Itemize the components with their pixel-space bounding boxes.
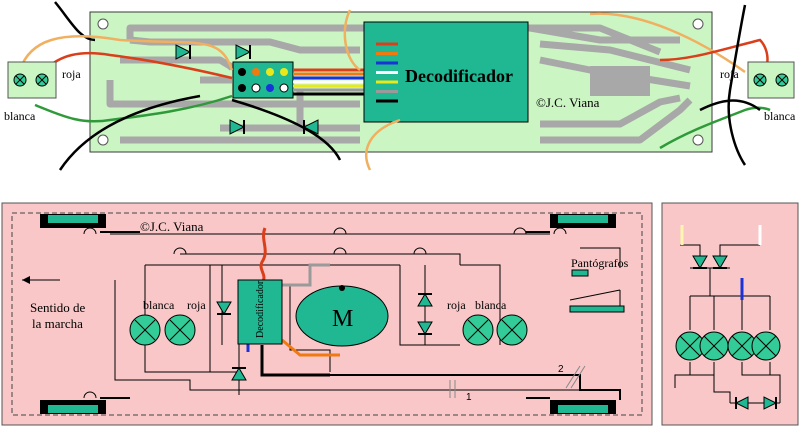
wire-number-1: 1 [466, 392, 472, 403]
schematic-decoder [237, 279, 283, 345]
lamp [129, 314, 161, 346]
lamp-label-blanca-left: blanca [143, 298, 175, 312]
wire-marker-2 [565, 365, 586, 389]
bogie-rails [40, 214, 616, 414]
pcb-diode [229, 119, 246, 135]
left-lamp-roja-label: roja [62, 67, 81, 81]
schematic-wiring [110, 233, 621, 395]
pcb-diode [175, 44, 192, 60]
mount-hole [692, 134, 704, 146]
wire-number-2: 2 [558, 364, 564, 375]
left-lamp-blanca-label: blanca [4, 109, 36, 123]
lamp [462, 314, 494, 346]
lamp-label-roja-left: roja [187, 298, 206, 312]
left-lamp-holder [7, 61, 57, 99]
wire-marker-1 [449, 380, 456, 398]
lamp [496, 314, 528, 346]
decoder-wire-stubs [376, 42, 398, 103]
pcb-pad [590, 66, 650, 96]
direction-arrow [22, 276, 60, 284]
top-board: Decodificador ©J.C. Viana roja [4, 1, 796, 171]
direction-label-line1: Sentido de [30, 300, 85, 315]
side-diode [712, 255, 728, 269]
side-lamp [751, 331, 781, 361]
right-lamp-roja-label: roja [720, 67, 739, 81]
mount-hole [692, 18, 704, 30]
decoder-label: Decodificador [405, 66, 513, 86]
side-schematic [661, 202, 799, 426]
side-diode [763, 396, 778, 410]
side-diode [692, 255, 708, 269]
ribbon-cable [293, 68, 364, 96]
schematic-diode [216, 301, 232, 315]
schematic-decoder-label: Decodificador [255, 280, 266, 338]
lamp-label-blanca-right: blanca [475, 298, 507, 312]
loose-wires [18, 1, 771, 171]
right-lamp-holder [747, 61, 795, 99]
side-lamp [699, 331, 729, 361]
mount-hole [97, 134, 109, 146]
pcb-diode [235, 44, 252, 60]
lamp-label-roja-right: roja [447, 298, 466, 312]
wire-crossovers [83, 227, 567, 399]
direction-label-line2: la marcha [32, 316, 83, 331]
pcb-connector [232, 61, 294, 99]
mount-hole [97, 18, 109, 30]
right-lamp-blanca-label: blanca [764, 109, 796, 123]
copyright-bottom: ©J.C. Viana [140, 219, 204, 234]
lamp [164, 314, 196, 346]
side-diode [734, 396, 749, 410]
motor-label: M [332, 306, 353, 332]
pantograph [569, 269, 625, 313]
motor-terminal [339, 285, 345, 291]
schematic-diode [231, 367, 247, 381]
bottom-schematic: ©J.C. Viana [1, 202, 653, 426]
pantograph-label: Pantógrafos [571, 256, 629, 270]
schematic-dashed-frame [11, 212, 643, 416]
side-panel [661, 202, 799, 426]
copyright-top: ©J.C. Viana [536, 95, 600, 110]
